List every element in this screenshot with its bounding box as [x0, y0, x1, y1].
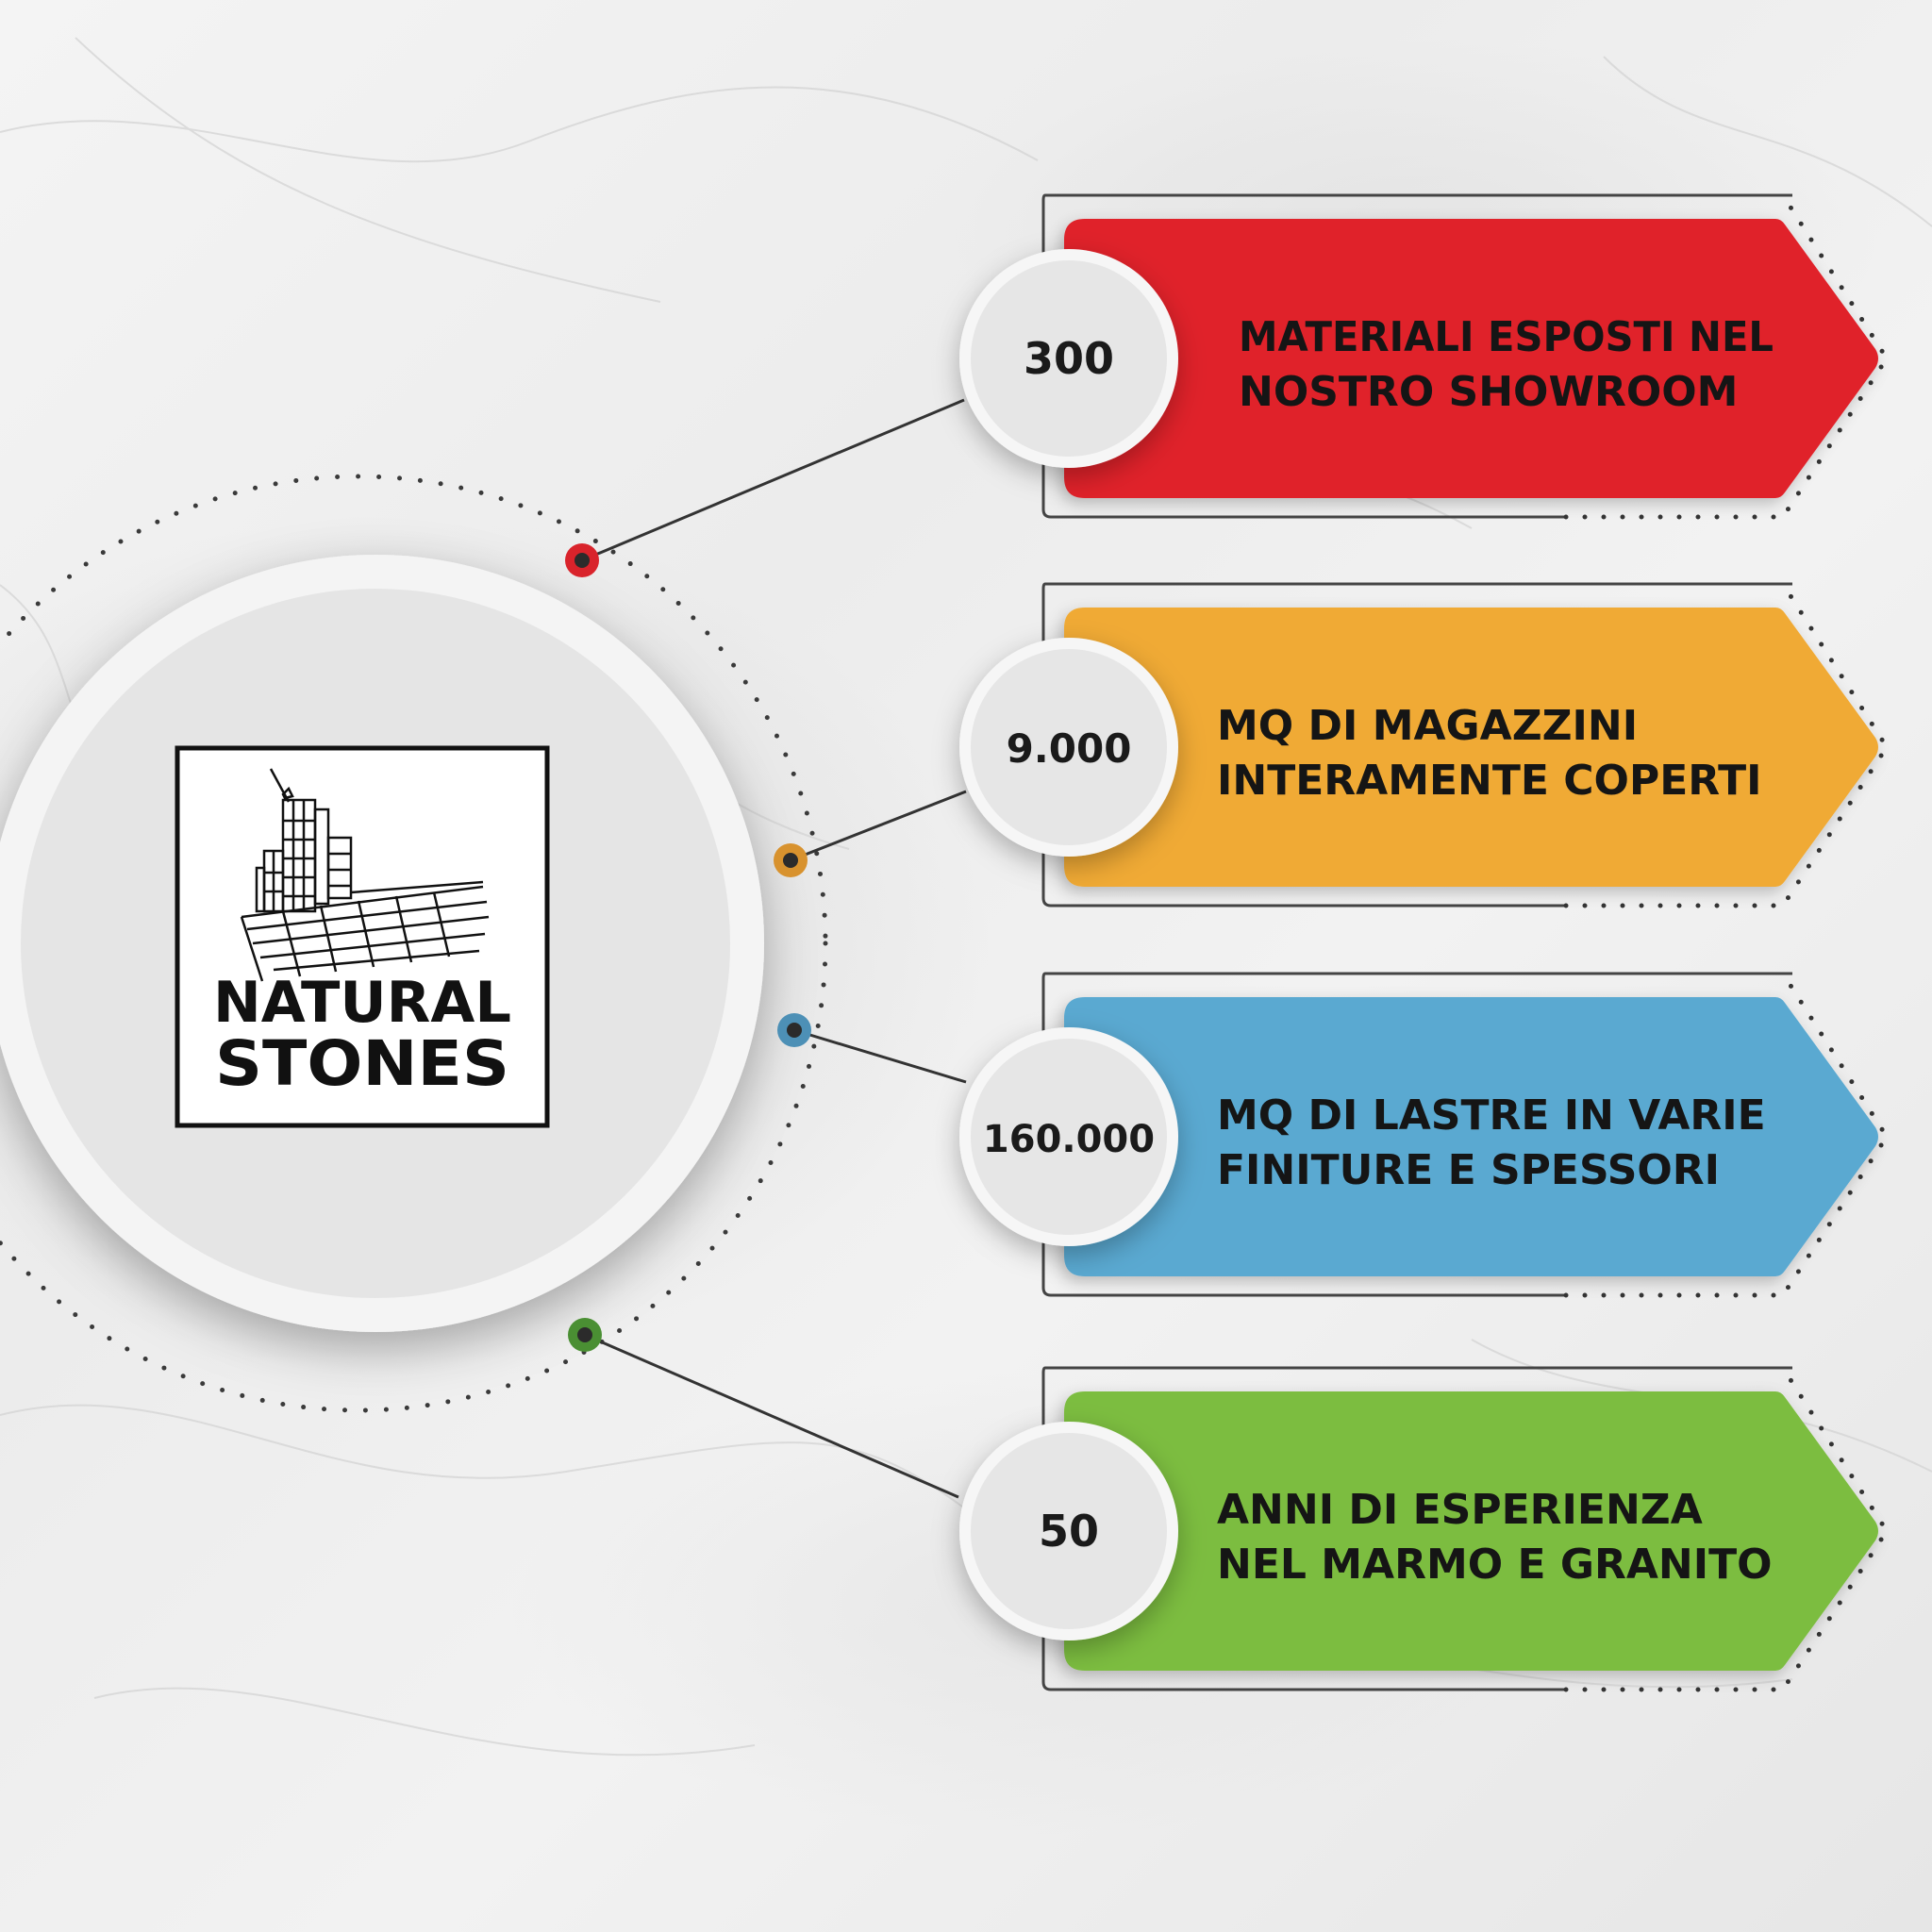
orbit-dot-center: [575, 553, 590, 568]
connector-line: [581, 398, 965, 562]
dotted-orbit: [0, 474, 828, 1413]
stat-value: 160.000: [983, 1118, 1155, 1161]
stat-label-line1: MATERIALI ESPOSTI NEL: [1239, 313, 1774, 361]
orbit-dot-center: [787, 1023, 802, 1038]
connector-line: [584, 1333, 959, 1499]
orbit-dot-center: [577, 1327, 592, 1342]
stat-label-line1: ANNI DI ESPERIENZA: [1217, 1486, 1703, 1534]
connector-line: [790, 790, 967, 862]
logo-text-natural: NATURAL: [213, 970, 511, 1036]
connector-line: [793, 1028, 967, 1084]
stat-label-line1: MQ DI MAGAZZINI: [1217, 702, 1638, 750]
stat-rows: 300 MATERIALI ESPOSTI NEL NOSTRO SHOWROOM 9…: [565, 192, 1890, 1692]
stat-label-line1: MQ DI LASTRE IN VARIE: [1217, 1091, 1766, 1140]
stat-banner: [1064, 997, 1878, 1276]
logo-frame: [175, 745, 550, 1128]
stat-banner: [1064, 1391, 1878, 1671]
number-badge-inner: [971, 260, 1167, 457]
logo-circle: NATURAL STONES: [0, 555, 764, 1332]
orbit-dot-center: [783, 853, 798, 868]
stat-banner: [1064, 219, 1878, 498]
stat-value: 50: [1039, 1506, 1099, 1557]
stat-label-line2: INTERAMENTE COPERTI: [1217, 757, 1762, 805]
stat-label-line2: FINITURE E SPESSORI: [1217, 1146, 1720, 1194]
stat-value: 300: [1024, 333, 1114, 384]
logo-text-stones: STONES: [215, 1027, 509, 1100]
stat-row: 300 MATERIALI ESPOSTI NEL NOSTRO SHOWROOM: [565, 192, 1890, 577]
stat-label-line2: NOSTRO SHOWROOM: [1239, 368, 1738, 416]
building-logo-icon: [240, 768, 490, 982]
stat-row: 160.000 MQ DI LASTRE IN VARIE FINITURE E S…: [777, 971, 1890, 1298]
number-badge-inner: [971, 649, 1167, 845]
number-badge-inner: [971, 1433, 1167, 1629]
stat-value: 9.000: [1007, 725, 1132, 772]
number-badge-inner: [971, 1039, 1167, 1235]
stat-row: 50 ANNI DI ESPERIENZA NEL MARMO E GRANITO: [568, 1318, 1890, 1692]
stat-banner: [1064, 608, 1878, 887]
stat-label-line2: NEL MARMO E GRANITO: [1217, 1541, 1773, 1589]
stat-row: 9.000 MQ DI MAGAZZINI INTERAMENTE COPERTI: [774, 581, 1890, 908]
